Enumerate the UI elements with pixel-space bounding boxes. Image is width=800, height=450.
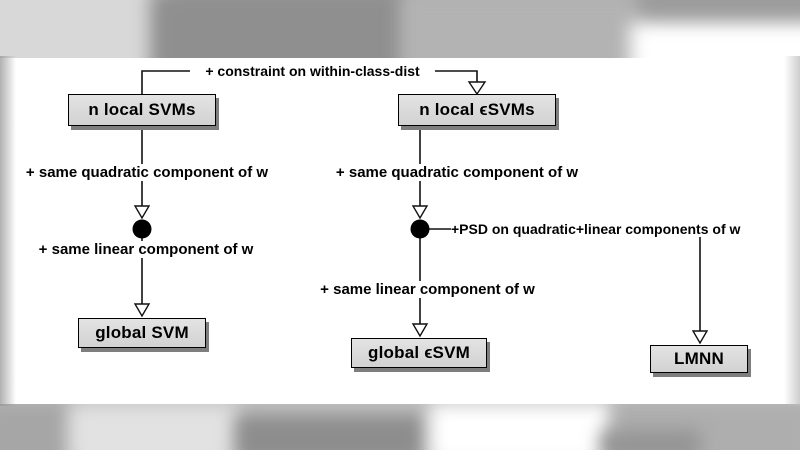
blur-blob [640, 0, 800, 12]
node-global-epsilon-svm: global ϵSVM [351, 338, 487, 368]
node-label: n local SVMs [88, 100, 196, 119]
node-lmnn: LMNN [650, 345, 748, 373]
label-same-quadratic-right: + same quadratic component of w [312, 164, 602, 182]
label-same-quadratic-left: + same quadratic component of w [2, 164, 292, 182]
node-label: global ϵSVM [368, 343, 470, 362]
blur-blob [0, 0, 170, 62]
label-constraint-within-class-dist: + constraint on within-class-dist [190, 63, 435, 80]
label-same-linear-left: + same linear component of w [16, 241, 276, 259]
blur-blob [600, 430, 700, 450]
node-global-svm: global SVM [78, 318, 206, 348]
blur-blob [430, 404, 610, 450]
node-label: global SVM [95, 323, 189, 342]
blur-blob [630, 22, 800, 62]
node-n-local-svms: n local SVMs [68, 94, 216, 126]
blur-blob [400, 0, 640, 62]
blur-blob [235, 414, 425, 450]
blur-blob [0, 400, 70, 450]
blur-blob [70, 405, 240, 450]
blurred-top-band [0, 0, 800, 62]
node-label: LMNN [674, 349, 724, 368]
node-label: n local ϵSVMs [419, 100, 535, 119]
blurred-bottom-band [0, 400, 800, 450]
blur-blob [150, 0, 410, 62]
node-n-local-epsilon-svms: n local ϵSVMs [398, 94, 556, 126]
label-same-linear-right: + same linear component of w [300, 281, 555, 299]
label-psd-constraint: +PSD on quadratic+linear components of w [451, 221, 795, 238]
